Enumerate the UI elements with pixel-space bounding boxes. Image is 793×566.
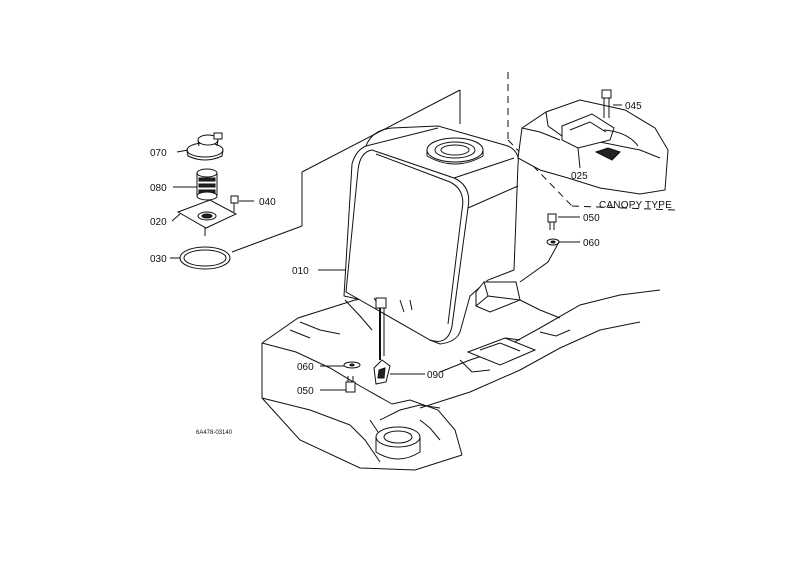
label-020: 020 (150, 217, 167, 228)
canopy-type-note: CANOPY TYPE (599, 200, 672, 211)
label-045: 045 (625, 101, 642, 112)
fuel-tank (343, 125, 521, 345)
label-060-lower: 060 (297, 362, 314, 373)
label-030: 030 (150, 254, 167, 265)
cap-exploded-parts (176, 89, 461, 270)
label-080: 080 (150, 183, 167, 194)
label-025: 025 (571, 171, 588, 182)
label-040: 040 (259, 197, 276, 208)
leader-lines (170, 104, 622, 391)
label-010: 010 (292, 266, 309, 277)
label-050-right: 050 (583, 213, 600, 224)
label-070: 070 (150, 148, 167, 159)
fasteners (343, 213, 560, 393)
label-050-lower: 050 (297, 386, 314, 397)
chassis-frame (261, 289, 661, 471)
label-090: 090 (427, 370, 444, 381)
drawing-code: 6A478-03140 (196, 430, 233, 436)
canopy-detail (517, 89, 669, 195)
part-labels: 070 080 020 030 040 010 045 025 050 060 … (150, 101, 672, 436)
label-060-right: 060 (583, 238, 600, 249)
